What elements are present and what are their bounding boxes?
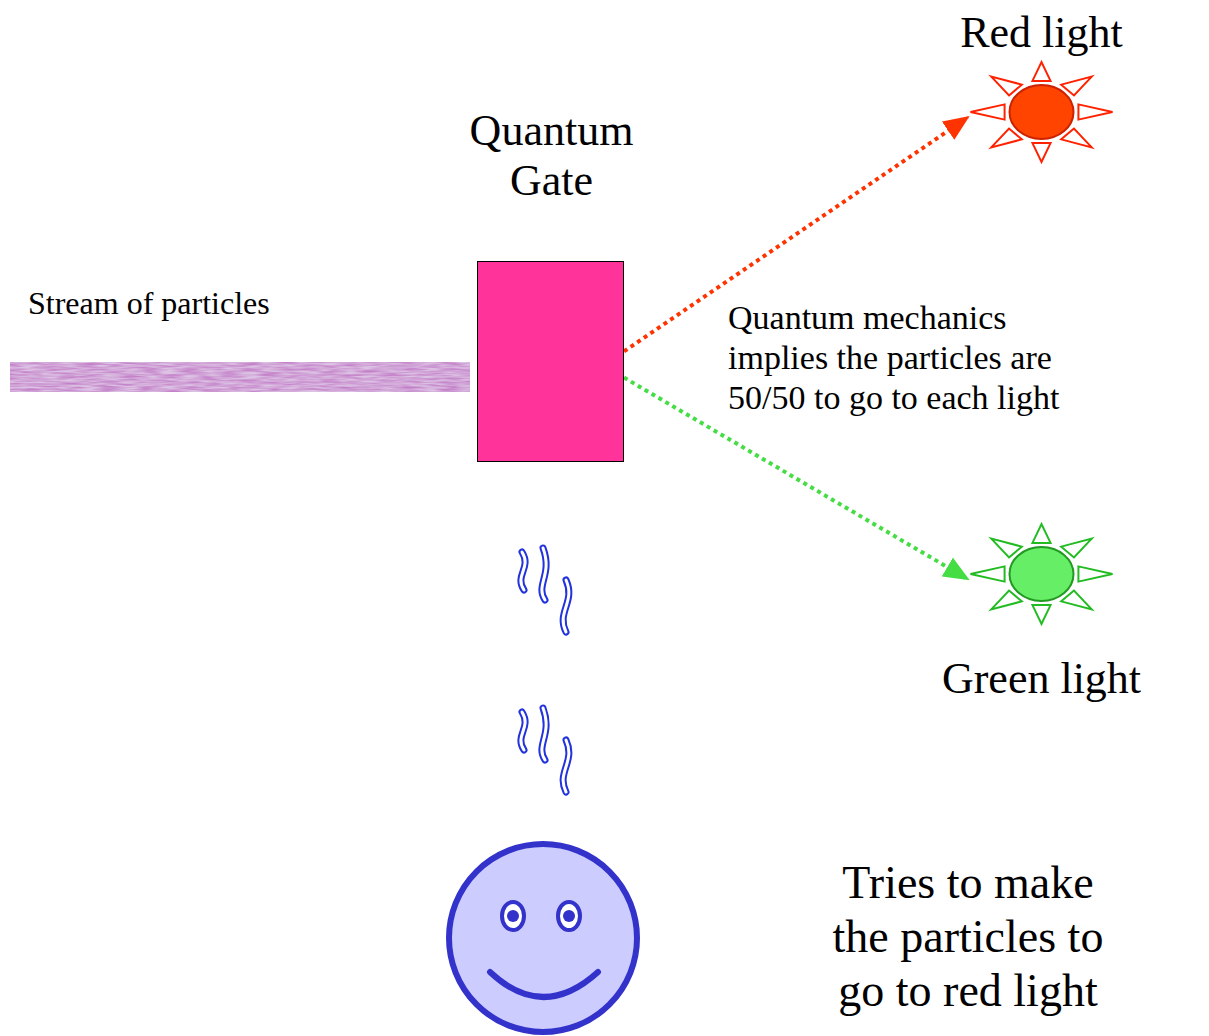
node-label: Quantum Gate <box>452 106 652 206</box>
quantum-gate: Quantum Gate <box>477 261 624 462</box>
node-label: Green light <box>942 656 1141 702</box>
node-label: Red light <box>960 10 1123 56</box>
red-light: Red light <box>968 60 1115 164</box>
light-symbol <box>968 60 1115 164</box>
stream-label: Stream of particles <box>28 284 270 322</box>
smiley-face <box>449 844 637 1032</box>
observer-caption: Tries to make the particles to go to red… <box>818 856 1118 1018</box>
thought-waves <box>521 548 569 792</box>
particle-stream <box>10 362 470 392</box>
light-symbol <box>968 522 1115 626</box>
particle-stream-texture <box>10 362 470 392</box>
green-light: Green light <box>968 522 1115 626</box>
explanation-note: Quantum mechanics implies the particles … <box>728 298 1080 418</box>
